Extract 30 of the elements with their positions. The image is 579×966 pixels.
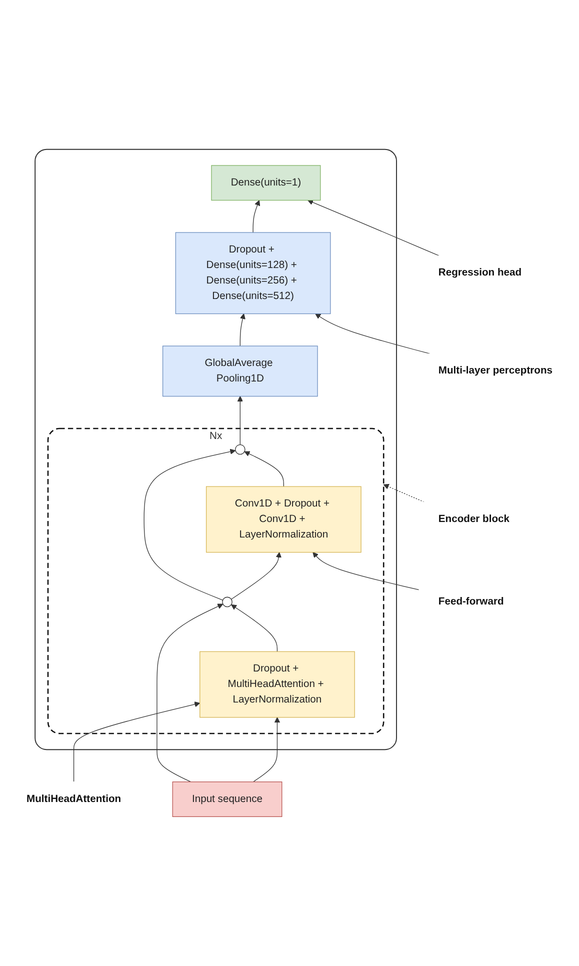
- node-box: GlobalAverage Pooling1D: [162, 346, 318, 397]
- arrow: [231, 604, 278, 652]
- node-text: Multi-layer perceptrons: [438, 365, 552, 376]
- arrow: [240, 314, 246, 346]
- arrow: [252, 200, 260, 233]
- cluster: [34, 148, 397, 750]
- node-text: Feed-forward: [438, 596, 504, 608]
- arrow: [312, 552, 420, 590]
- node-label: Nx: [209, 430, 222, 442]
- node-box: Input sequence: [172, 782, 282, 817]
- node-circle: [222, 596, 232, 608]
- node-box: Conv1D + Dropout + Conv1D + LayerNormalization: [206, 486, 362, 553]
- arrow: [144, 448, 236, 600]
- arrow: [230, 552, 282, 600]
- arrow: [383, 484, 424, 502]
- arrow: [315, 314, 430, 354]
- cluster: [47, 428, 384, 734]
- node-box: Dense(units=1): [211, 165, 321, 201]
- node-circle: [235, 444, 246, 455]
- node-box: Dropout + MultiHeadAttention + LayerNormalization: [200, 651, 355, 718]
- arrow: [308, 200, 440, 256]
- arrow: [73, 702, 200, 782]
- node-text: MultiHeadAttention: [26, 793, 122, 804]
- node-box: Dropout + Dense(units=128) + Dense(units=256) + Dense(units=512): [175, 232, 331, 314]
- node-text: Encoder block: [438, 514, 510, 525]
- node-text: Regression head: [438, 267, 522, 278]
- arrow: [244, 451, 284, 487]
- arrow: [252, 717, 280, 782]
- arrow: [237, 396, 243, 445]
- arrow: [156, 604, 224, 782]
